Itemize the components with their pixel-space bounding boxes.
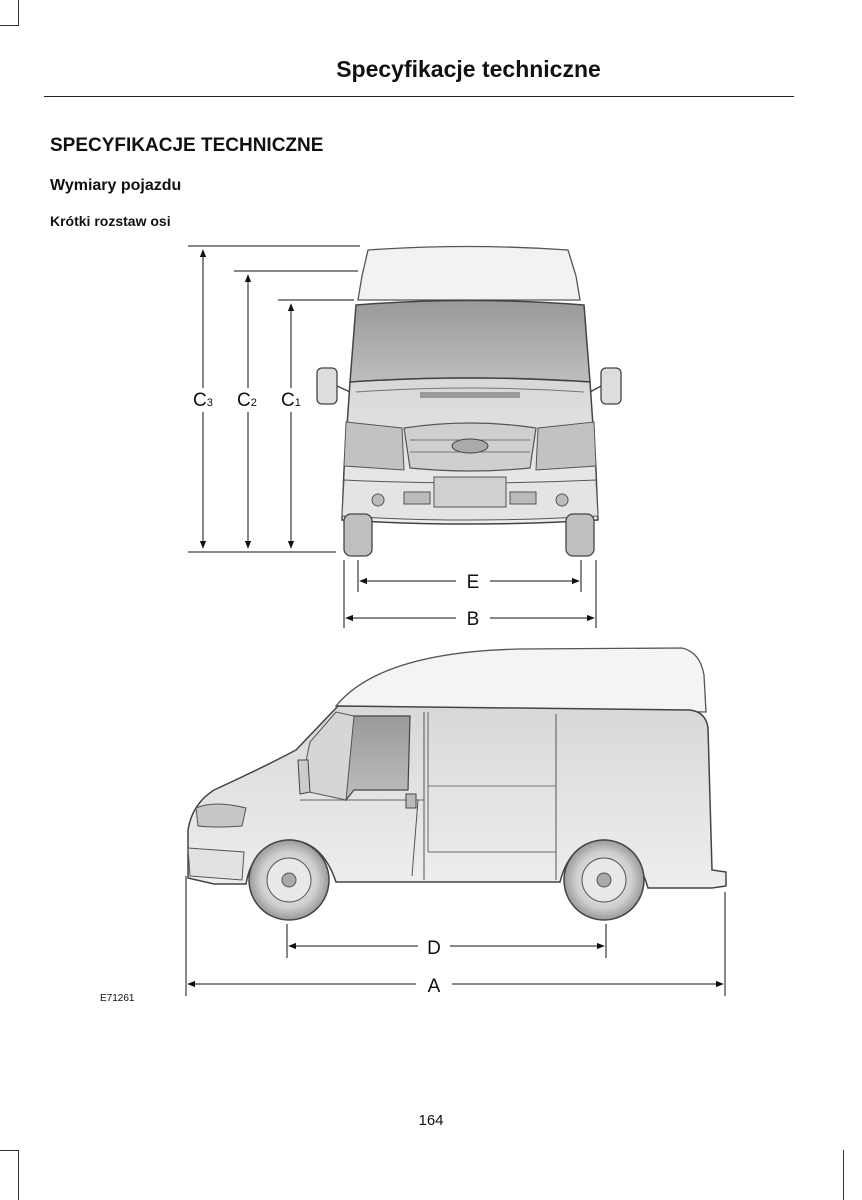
van-side-view — [187, 647, 727, 921]
front-dimension-lines — [188, 245, 597, 628]
label-e: E — [467, 572, 480, 593]
header-rule — [44, 96, 794, 97]
label-b: B — [467, 609, 480, 630]
subsection-title: Wymiary pojazdu — [50, 177, 182, 194]
crop-mark-bottom-right — [843, 1150, 844, 1200]
label-d: D — [427, 938, 441, 959]
subsubsection-title: Krótki rozstaw osi — [50, 213, 171, 229]
crop-mark-top-left — [18, 0, 19, 26]
label-c1: C1 — [281, 390, 301, 411]
crop-mark-top-left-h — [0, 25, 19, 26]
page-number: 164 — [418, 1112, 444, 1129]
section-title: SPECYFIKACJE TECHNICZNE — [50, 135, 324, 156]
side-dimension-labels: D A — [427, 938, 441, 997]
label-c3: C3 — [193, 390, 213, 411]
page-header-title: Specyfikacje techniczne — [336, 56, 601, 82]
label-c2: C2 — [237, 390, 257, 411]
front-dimension-labels: C3 C2 C1 E B — [193, 390, 479, 630]
label-a: A — [428, 976, 441, 997]
figure-code: E71261 — [100, 993, 135, 1004]
crop-mark-bottom-left-h — [0, 1150, 19, 1151]
side-dimension-lines — [185, 876, 726, 996]
van-front-view — [316, 245, 622, 557]
crop-mark-bottom-left — [18, 1150, 19, 1200]
